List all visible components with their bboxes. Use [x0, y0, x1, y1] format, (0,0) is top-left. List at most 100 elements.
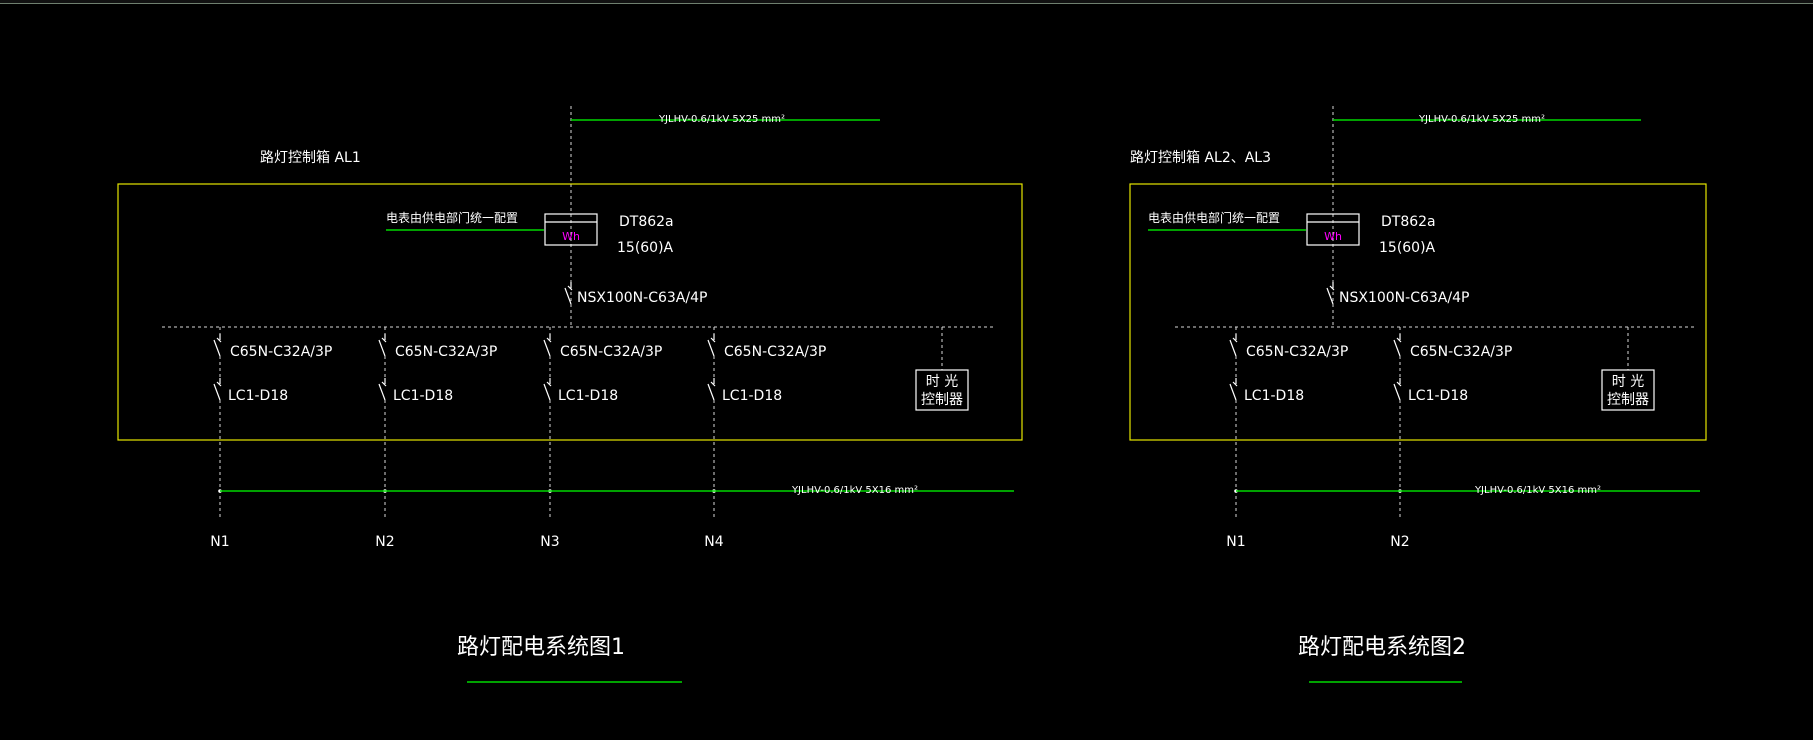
branch-breaker-switch	[1393, 334, 1402, 357]
contactor-switch	[707, 378, 716, 401]
switch-blade	[378, 339, 386, 357]
switch-blade	[707, 383, 715, 401]
circuit-label: N3	[540, 534, 559, 550]
branch-breaker-switch	[543, 334, 552, 357]
contactor-label: LC1-D18	[1244, 388, 1304, 404]
meter-box	[544, 213, 598, 246]
main-breaker-switch	[564, 282, 573, 305]
switch-tick	[216, 381, 222, 387]
outgoing-cable-label: YJLHV-0.6/1kV 5X16 mm²	[1474, 485, 1601, 496]
circuit-label: N1	[210, 534, 229, 550]
switch-tick	[567, 285, 573, 291]
switch-blade	[378, 383, 386, 401]
switch-blade	[1393, 383, 1401, 401]
cabinet-label: 路灯控制箱 AL1	[260, 150, 361, 166]
switch-tick	[1396, 337, 1402, 343]
circuit-label: N1	[1226, 534, 1245, 550]
circuit-label: N2	[375, 534, 394, 550]
branch-breaker-label: C65N-C32A/3P	[230, 344, 332, 360]
switch-tick	[1329, 285, 1335, 291]
switch-tick	[1232, 381, 1238, 387]
controller-label-line1: 时 光	[1612, 374, 1644, 390]
meter-symbol: Wh	[562, 230, 580, 243]
branch-breaker-label: C65N-C32A/3P	[395, 344, 497, 360]
switch-blade	[213, 339, 221, 357]
distribution-diagram-1: YJLHV-0.6/1kV 5X25 mm² 路灯控制箱 AL1 电表由供电部门统一…	[117, 106, 1023, 683]
contactor-switch	[378, 378, 387, 401]
meter-rating: 15(60)A	[617, 240, 674, 256]
switch-tick	[1232, 337, 1238, 343]
contactor-label: LC1-D18	[722, 388, 782, 404]
switch-tick	[710, 381, 716, 387]
meter-note: 电表由供电部门统一配置	[386, 210, 518, 225]
branch-breaker-label: C65N-C32A/3P	[1410, 344, 1512, 360]
switch-tick	[546, 381, 552, 387]
outgoing-cable-label: YJLHV-0.6/1kV 5X16 mm²	[791, 485, 918, 496]
switch-blade	[543, 339, 551, 357]
main-breaker-label: NSX100N-C63A/4P	[1339, 290, 1469, 306]
cabinet-label: 路灯控制箱 AL2、AL3	[1130, 150, 1271, 166]
controller-box	[1601, 369, 1655, 411]
energy-meter: Wh	[1306, 213, 1360, 246]
controller-label-line1: 时 光	[926, 374, 958, 390]
switch-tick	[381, 381, 387, 387]
contactor-label: LC1-D18	[1408, 388, 1468, 404]
switch-tick	[216, 337, 222, 343]
branch-breaker-switch	[707, 334, 716, 357]
circuit-label: N4	[704, 534, 723, 550]
switch-blade	[1393, 339, 1401, 357]
contactor-label: LC1-D18	[393, 388, 453, 404]
controller-label-line2: 控制器	[1607, 392, 1649, 408]
contactor-switch	[213, 378, 222, 401]
branch-breaker-switch	[378, 334, 387, 357]
main-breaker-switch	[1326, 282, 1335, 305]
switch-blade	[1229, 383, 1237, 401]
distribution-diagram-2: YJLHV-0.6/1kV 5X25 mm² 路灯控制箱 AL2、AL3 电表由供电…	[1129, 106, 1707, 683]
diagram-title: 路灯配电系统图2	[1298, 635, 1466, 660]
branch-breaker-label: C65N-C32A/3P	[560, 344, 662, 360]
switch-blade	[1229, 339, 1237, 357]
meter-model: DT862a	[619, 214, 674, 230]
contactor-label: LC1-D18	[228, 388, 288, 404]
cabinet-enclosure	[1129, 183, 1707, 441]
switch-blade	[1326, 287, 1334, 305]
meter-box	[1306, 213, 1360, 246]
meter-rating: 15(60)A	[1379, 240, 1436, 256]
incoming-cable-label: YJLHV-0.6/1kV 5X25 mm²	[658, 114, 785, 125]
meter-symbol: Wh	[1324, 230, 1342, 243]
circuit-label: N2	[1390, 534, 1409, 550]
branch-breaker-label: C65N-C32A/3P	[724, 344, 826, 360]
contactor-switch	[1229, 378, 1238, 401]
contactor-switch	[543, 378, 552, 401]
switch-tick	[1396, 381, 1402, 387]
switch-blade	[543, 383, 551, 401]
meter-note: 电表由供电部门统一配置	[1148, 210, 1280, 225]
controller-label-line2: 控制器	[921, 392, 963, 408]
switch-blade	[707, 339, 715, 357]
meter-model: DT862a	[1381, 214, 1436, 230]
controller-box	[915, 369, 969, 411]
window-top-edge	[0, 0, 1813, 4]
switch-blade	[564, 287, 572, 305]
contactor-switch	[1393, 378, 1402, 401]
main-breaker-label: NSX100N-C63A/4P	[577, 290, 707, 306]
switch-blade	[213, 383, 221, 401]
cabinet-enclosure	[117, 183, 1023, 441]
switch-tick	[710, 337, 716, 343]
diagram-title: 路灯配电系统图1	[457, 635, 625, 660]
contactor-label: LC1-D18	[558, 388, 618, 404]
energy-meter: Wh	[544, 213, 598, 246]
switch-tick	[546, 337, 552, 343]
switch-tick	[381, 337, 387, 343]
branch-breaker-switch	[213, 334, 222, 357]
branch-breaker-label: C65N-C32A/3P	[1246, 344, 1348, 360]
incoming-cable-label: YJLHV-0.6/1kV 5X25 mm²	[1418, 114, 1545, 125]
